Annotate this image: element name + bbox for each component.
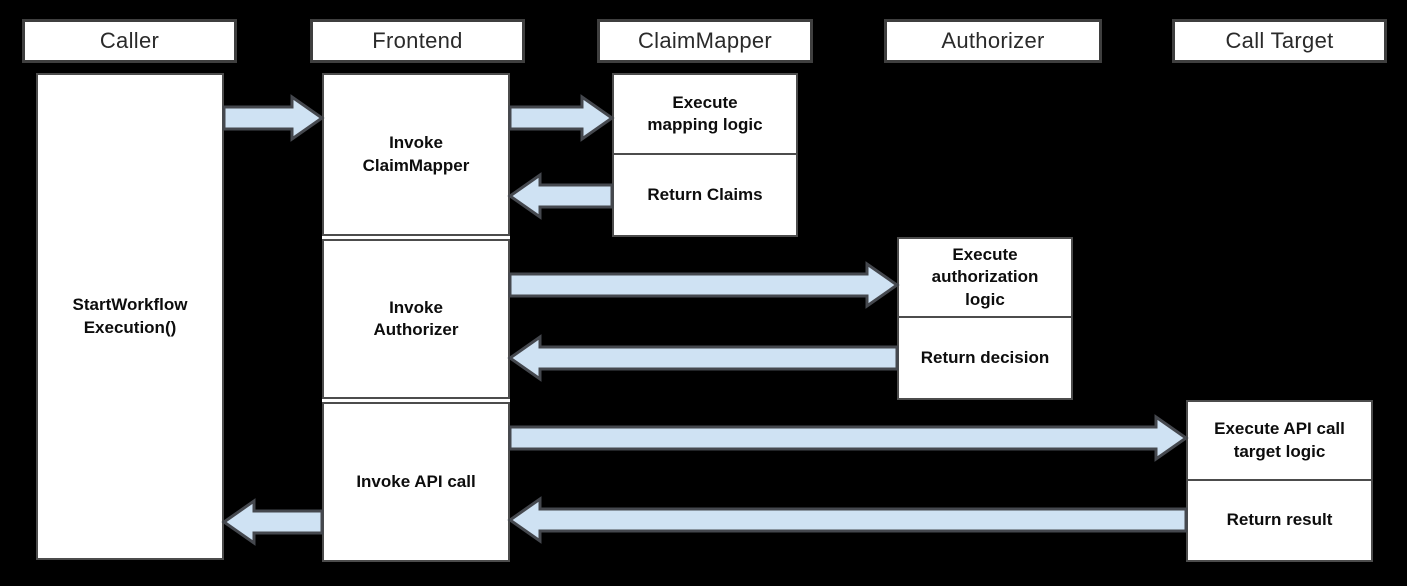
activation-frontend-invoke-authorizer: Invoke Authorizer — [322, 239, 510, 399]
lane-header-calltarget: Call Target — [1172, 19, 1387, 63]
activation-authorizer-return-decision: Return decision — [897, 318, 1073, 400]
arrow-frontend-to-claimmapper — [508, 94, 615, 142]
lane-header-authorizer: Authorizer — [884, 19, 1102, 63]
arrow-claimmapper-to-frontend-return-claims — [507, 172, 614, 220]
lane-header-caller: Caller — [22, 19, 237, 63]
activation-caller-startworkflow-execution: StartWorkflow Execution() — [36, 73, 224, 560]
lane-header-frontend: Frontend — [310, 19, 525, 63]
arrow-frontend-to-authorizer — [508, 261, 900, 309]
activation-frontend-invoke-api-call: Invoke API call — [322, 402, 510, 562]
arrow-frontend-to-calltarget — [508, 414, 1189, 462]
arrow-frontend-to-caller-return — [221, 498, 324, 546]
arrow-calltarget-to-frontend-return-result — [507, 496, 1188, 544]
activation-frontend-stack: Invoke ClaimMapper Invoke Authorizer Inv… — [322, 73, 510, 562]
lane-header-claimmapper: ClaimMapper — [597, 19, 813, 63]
activation-frontend-invoke-claimmapper: Invoke ClaimMapper — [322, 73, 510, 236]
activation-claimmapper-return-claims: Return Claims — [612, 155, 798, 237]
arrow-authorizer-to-frontend-return-decision — [507, 334, 899, 382]
arrow-caller-to-frontend — [222, 94, 325, 142]
activation-authorizer-execute-authorization-logic: Execute authorization logic — [897, 237, 1073, 318]
activation-calltarget-execute-api-call-target-logic: Execute API call target logic — [1186, 400, 1373, 481]
activation-claimmapper-execute-mapping-logic: Execute mapping logic — [612, 73, 798, 155]
activation-calltarget-return-result: Return result — [1186, 481, 1373, 562]
